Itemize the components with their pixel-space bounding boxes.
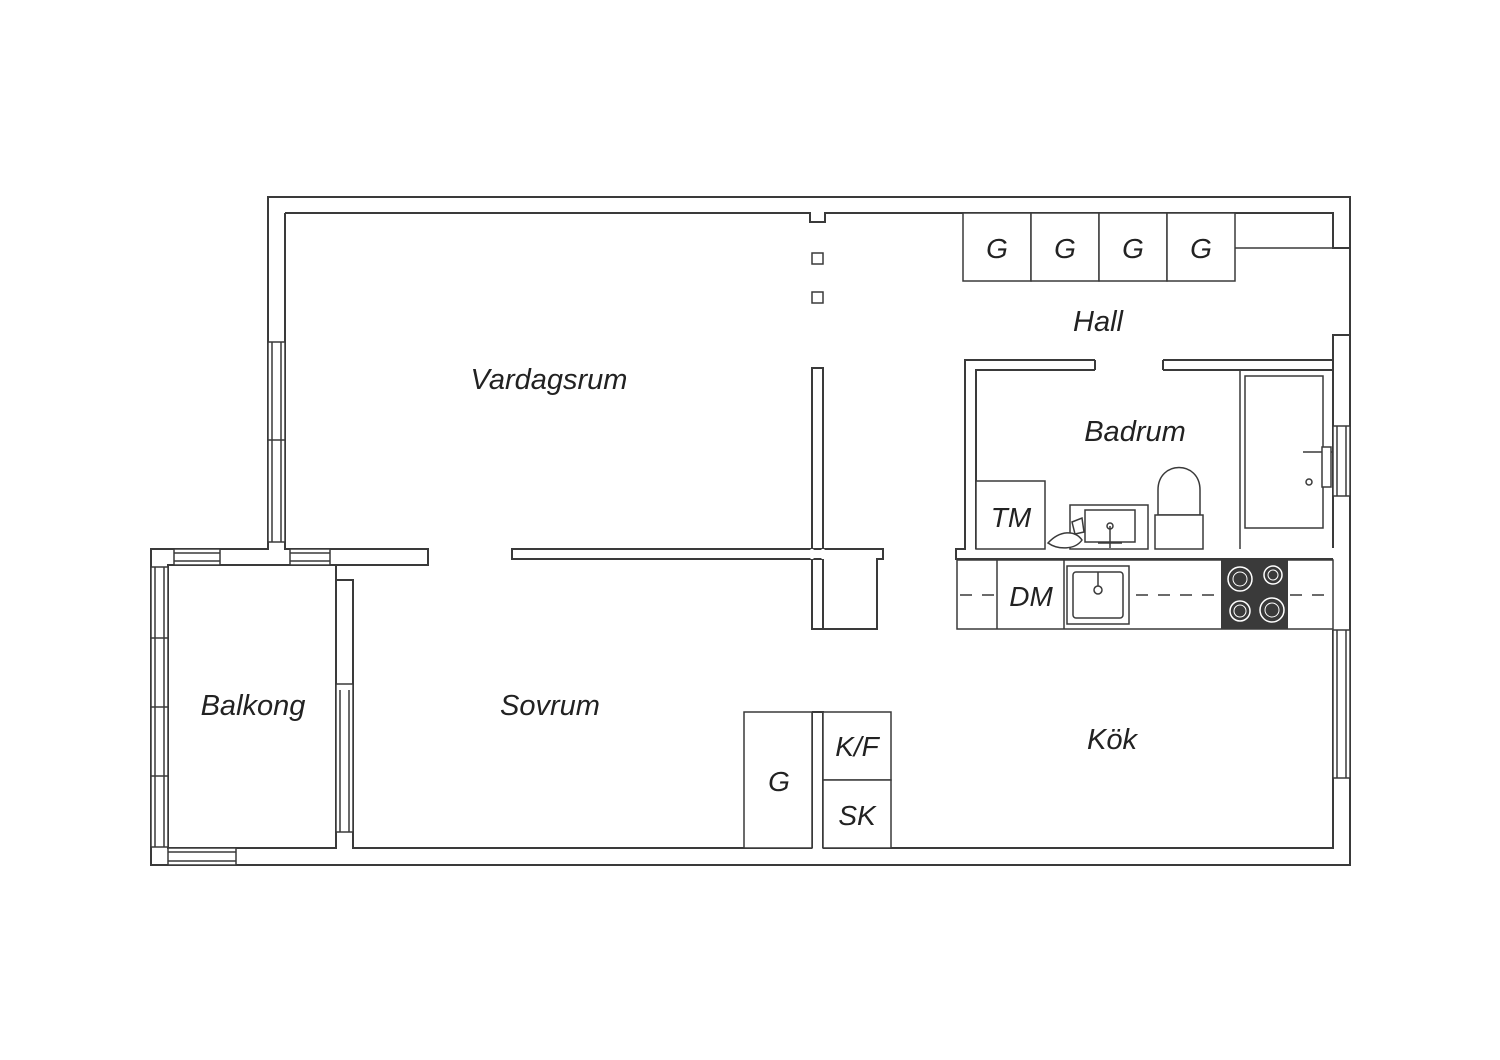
bedroom-wardrobe: G — [743, 711, 813, 849]
room-labels: Vardagsrum Sovrum Balkong Hall Badrum Kö… — [201, 306, 1186, 756]
dishwasher: DM — [1000, 578, 1060, 612]
wardrobe-label: G — [768, 766, 790, 797]
bathroom-fixtures: TM — [975, 370, 1333, 550]
window-kitchen — [1332, 629, 1351, 779]
window-bedroom — [335, 683, 354, 833]
windows — [150, 341, 1351, 866]
stove-icon — [1221, 560, 1288, 629]
window-bathroom — [1332, 425, 1351, 497]
window-balcony-top-left — [173, 548, 221, 566]
kitchen-cabinet: SK — [822, 779, 892, 849]
fridge-freezer-label: K/F — [835, 731, 880, 762]
window-balcony-left — [150, 566, 169, 848]
room-label-sovrum: Sovrum — [500, 690, 600, 722]
window-balcony-top-right — [289, 548, 331, 566]
room-label-badrum: Badrum — [1084, 416, 1186, 448]
dishwasher-label: DM — [1009, 581, 1053, 612]
sink-icon — [1046, 504, 1149, 550]
column — [811, 252, 824, 265]
room-label-kok: Kök — [1087, 724, 1138, 756]
kitchen-sink-icon — [1066, 565, 1130, 625]
wardrobe-label: G — [1122, 233, 1144, 264]
cabinet-label: SK — [838, 800, 877, 831]
washing-machine: TM — [975, 480, 1046, 550]
interior-walls — [511, 252, 1333, 848]
wardrobe-label: G — [1190, 233, 1212, 264]
window-living-room — [267, 341, 286, 543]
wardrobe-label: G — [1054, 233, 1076, 264]
room-label-hall: Hall — [1073, 306, 1125, 338]
toilet-icon — [1154, 466, 1204, 550]
fridge-freezer: K/F — [822, 711, 892, 781]
kitchen-counter: DM — [956, 559, 1334, 630]
room-label-vardagsrum: Vardagsrum — [471, 364, 628, 396]
hall-wardrobes: G G G G — [962, 212, 1333, 282]
column — [811, 291, 824, 304]
washing-machine-label: TM — [991, 502, 1032, 533]
room-label-balkong: Balkong — [201, 690, 306, 722]
shower-icon — [1239, 370, 1333, 549]
window-balcony-bottom — [167, 847, 237, 866]
wardrobe-label: G — [986, 233, 1008, 264]
